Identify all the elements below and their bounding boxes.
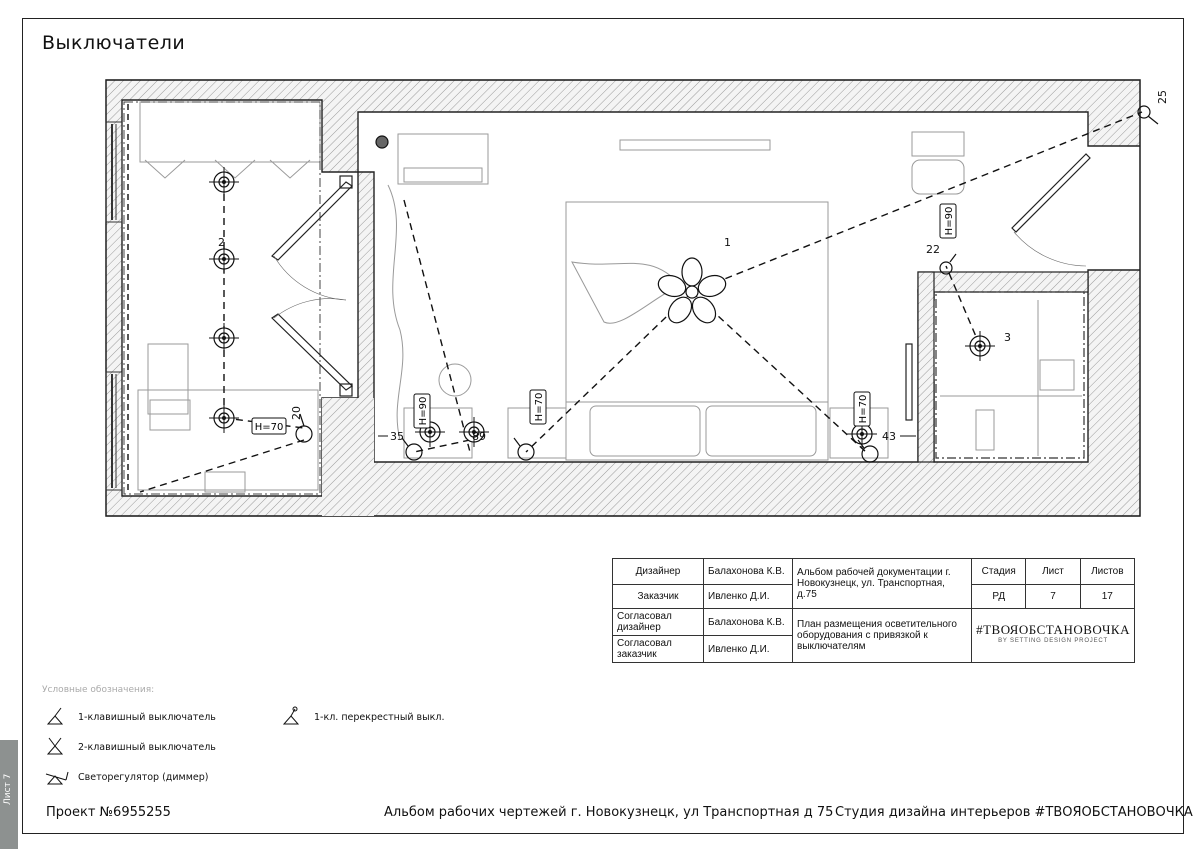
client-label: Заказчик — [611, 584, 705, 609]
stage-value: РД — [971, 584, 1027, 609]
height-tag: H=70 — [255, 422, 284, 433]
legend-item: 1-клавишный выключатель — [44, 706, 216, 728]
height-tags: H=70 H=90 H=70 H=70 H=90 — [251, 203, 957, 435]
sheet-value: 7 — [1025, 584, 1081, 609]
brand-subtitle: BY SETTING DESIGN PROJECT — [998, 638, 1108, 644]
drawing-frame — [22, 18, 1184, 834]
switch-label: 89 — [472, 430, 486, 443]
designer-label: Дизайнер — [611, 558, 705, 585]
switch-label: 43 — [882, 430, 896, 443]
legend-label: 1-кл. перекрестный выкл. — [314, 711, 445, 723]
height-tag: H=70 — [534, 393, 545, 422]
room-number: 1 — [724, 236, 731, 249]
cross-switch-icon — [282, 706, 300, 725]
client-name: Ивленко Д.И. — [703, 584, 794, 609]
footer-album: Альбом рабочих чертежей г. Новокузнецк, … — [384, 805, 834, 820]
sheets-value: 17 — [1079, 584, 1136, 609]
switch-label: 35 — [390, 430, 404, 443]
switch-symbols — [295, 105, 1159, 463]
legend-item: 1-кл. перекрестный выкл. — [280, 706, 444, 728]
chandelier-icon — [657, 257, 727, 324]
legend-item: 2-клавишный выключатель — [44, 736, 216, 758]
approved-designer-label: Согласовал дизайнер — [611, 608, 705, 636]
switch-label: 20 — [290, 406, 303, 420]
height-tag: H=70 — [858, 395, 869, 424]
approved-client-name: Ивленко Д.И. — [703, 635, 794, 663]
footer-studio: Студия дизайна интерьеров #ТВОЯОБСТАНОВО… — [835, 805, 1193, 820]
brand-cell: #ТВОЯОБСТАНОВОЧКА BY SETTING DESIGN PROJ… — [971, 608, 1135, 663]
two-key-switch-icon — [46, 737, 64, 755]
legend-label: 2-клавишный выключатель — [78, 741, 216, 753]
plan-labels: 1 2 3 35 89 43 20 22 25 — [218, 90, 1169, 443]
sheet-label: Лист — [1025, 558, 1081, 585]
doors — [271, 153, 1091, 421]
sheet-tab: Лист 7 — [0, 740, 18, 849]
page-title: Выключатели — [42, 32, 186, 54]
legend-title: Условные обозначения: — [42, 685, 155, 695]
sheets-label: Листов — [1079, 558, 1136, 585]
legend-label: 1-клавишный выключатель — [78, 711, 216, 723]
stage-label: Стадия — [971, 558, 1027, 585]
legend-label: Светорегулятор (диммер) — [78, 771, 209, 783]
album-text: Альбом рабочей документации г. Новокузне… — [792, 558, 973, 609]
title-block: Дизайнер Балахонова К.В. Альбом рабочей … — [611, 558, 1136, 663]
height-tag: H=90 — [944, 207, 955, 236]
room-number: 2 — [218, 236, 225, 249]
furniture — [127, 101, 1082, 494]
switch-label: 25 — [1156, 90, 1169, 104]
height-tag: H=90 — [418, 397, 429, 426]
dimmer-icon — [45, 771, 69, 785]
project-number: Проект №6955255 — [46, 805, 171, 820]
one-key-switch-icon — [46, 707, 64, 725]
switch-label: 22 — [926, 243, 940, 256]
room-number: 3 — [1004, 331, 1011, 344]
switch-wiring — [139, 111, 1143, 493]
brand-logo: #ТВОЯОБСТАНОВОЧКА — [976, 622, 1130, 637]
sheet-tab-label: Лист 7 — [3, 773, 13, 805]
legend-item: Светорегулятор (диммер) — [44, 766, 208, 788]
approved-designer-name: Балахонова К.В. — [703, 608, 794, 636]
approved-client-label: Согласовал заказчик — [611, 635, 705, 663]
sheet-title: План размещения осветительного оборудова… — [792, 608, 973, 663]
designer-name: Балахонова К.В. — [703, 558, 794, 585]
windows — [105, 121, 123, 491]
walls — [105, 79, 1141, 517]
